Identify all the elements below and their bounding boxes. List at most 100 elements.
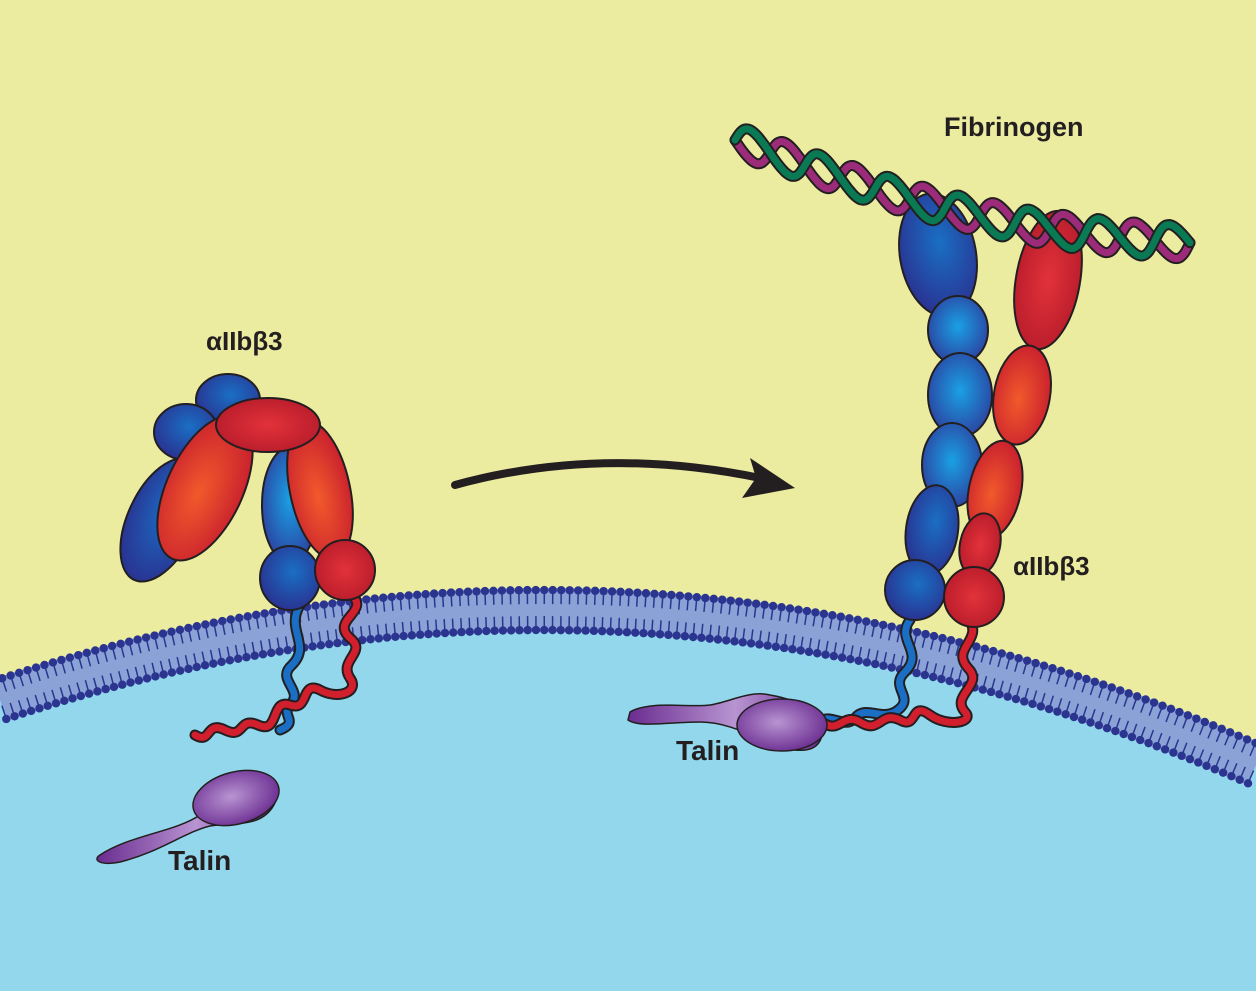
lipid-head — [482, 626, 491, 636]
lipid-head — [713, 635, 723, 644]
lipid-head — [879, 620, 888, 630]
lipid-head — [23, 665, 32, 675]
lipid-head — [233, 654, 243, 663]
lipid-head — [1039, 661, 1049, 670]
lipid-head — [573, 626, 582, 635]
lipid-head — [283, 645, 293, 655]
lipid-head — [556, 625, 565, 635]
lipid-head — [920, 670, 930, 680]
lipid-head — [1227, 772, 1236, 781]
lipid-head — [192, 662, 201, 672]
lipid-head — [639, 628, 648, 638]
lipid-head — [813, 649, 822, 658]
lipid-head — [684, 592, 693, 601]
lipid-head — [175, 625, 185, 634]
activation-arrow — [451, 458, 795, 498]
beta-headpiece — [215, 397, 321, 453]
lipid-head — [1090, 677, 1100, 686]
lipid-head — [616, 587, 625, 597]
lipid-head — [429, 589, 439, 598]
lipid-head — [167, 668, 177, 677]
lipid-head — [1243, 779, 1253, 788]
lipid-head — [972, 642, 981, 651]
lipid-head — [151, 672, 160, 681]
lipid-head — [912, 668, 921, 678]
lipid-head — [1056, 666, 1066, 676]
lipid-head — [680, 632, 690, 641]
lipid-head — [324, 639, 334, 649]
lipid-head — [597, 626, 607, 636]
lipid-head — [853, 615, 863, 625]
lipid-head — [68, 694, 77, 703]
lipid-head — [692, 592, 702, 602]
lipid-head — [589, 626, 599, 636]
lipid-head — [1194, 758, 1203, 767]
lipid-head — [768, 601, 778, 611]
lipid-head — [200, 661, 210, 670]
lipid-head — [1086, 718, 1095, 727]
lipid-head — [328, 599, 337, 608]
lipid-head — [65, 653, 75, 662]
lipid-head — [1119, 729, 1128, 739]
lipid-head — [655, 630, 665, 639]
lipid-head — [446, 588, 456, 597]
lipid-head — [1169, 748, 1178, 757]
lipid-head — [26, 706, 36, 716]
lipid-head — [819, 609, 829, 619]
lipid-head — [84, 689, 94, 698]
lipid-head — [802, 606, 812, 616]
integrin-inactive — [119, 373, 376, 743]
lipid-head — [18, 709, 28, 718]
lipid-head — [1251, 738, 1256, 748]
lipid-head — [1053, 707, 1062, 716]
lipid-head — [777, 602, 786, 612]
lipid-head — [978, 685, 988, 694]
lipid-head — [887, 622, 896, 631]
lipid-head — [449, 628, 458, 637]
lipid-head — [945, 676, 954, 686]
beta-tail — [191, 591, 361, 741]
lipid-head — [184, 664, 193, 674]
lipid-head — [235, 613, 244, 623]
lipid-head — [51, 699, 61, 708]
alpha-membrane-proximal-domain — [884, 559, 946, 621]
lipid-head — [126, 678, 135, 687]
lipid-head — [463, 587, 473, 596]
lipid-head — [2, 714, 11, 724]
lipid-head — [1192, 714, 1201, 723]
lipid-head — [672, 631, 681, 640]
lipid-head — [465, 627, 475, 636]
lipid-head — [76, 691, 86, 701]
lipid-head — [1209, 721, 1218, 730]
lipid-head — [921, 629, 930, 639]
lipid-head — [60, 696, 69, 706]
lipid-head — [457, 627, 466, 637]
talin-head — [736, 698, 828, 752]
lipid-head — [1094, 721, 1103, 730]
lipid-head — [989, 646, 998, 656]
lipid-head — [785, 604, 795, 613]
lipid-head — [870, 618, 879, 628]
talin-bound — [627, 693, 828, 752]
lipid-head — [726, 596, 735, 605]
lipid-head — [1158, 701, 1167, 710]
lipid-head — [167, 627, 176, 636]
lipid-head — [540, 585, 549, 595]
lipid-head — [582, 586, 591, 595]
lipid-head — [836, 612, 846, 621]
lipid-head — [995, 690, 1004, 699]
lipid-head — [82, 648, 92, 657]
lipid-head — [523, 585, 532, 595]
lipid-head — [846, 654, 855, 664]
fibrinogen-strand — [731, 136, 1194, 263]
lipid-head — [557, 585, 566, 595]
lipid-head — [440, 628, 450, 638]
lipid-head — [1210, 765, 1220, 774]
lipid-head — [755, 640, 764, 649]
lipid-head — [763, 641, 772, 650]
integrin-active-label: αIIbβ3 — [1013, 551, 1090, 581]
integrin-active — [784, 192, 1083, 732]
beta-membrane-proximal-domain — [943, 566, 1005, 628]
cytoplasm — [0, 610, 1256, 991]
